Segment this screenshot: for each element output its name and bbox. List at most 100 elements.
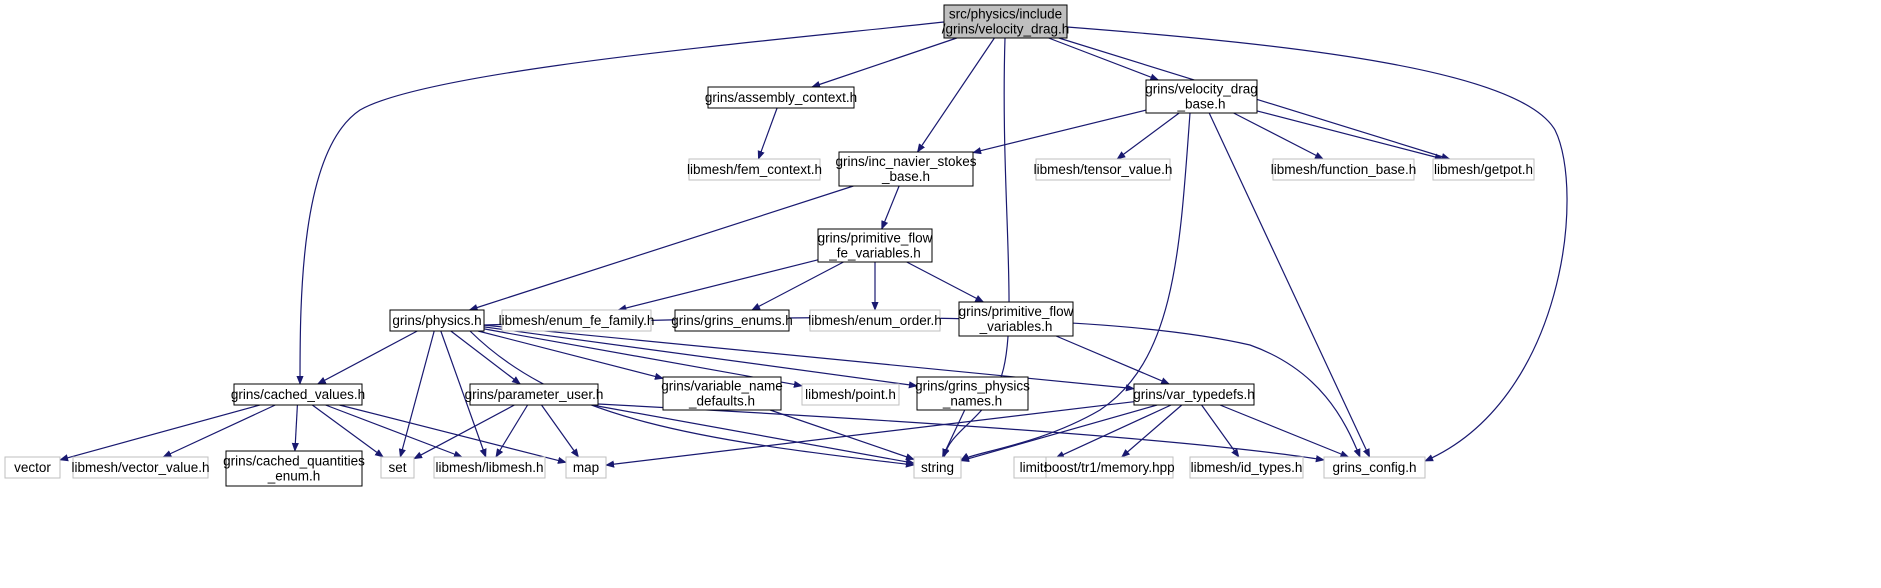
edge-inc_navier_stokes_base-to-physics (468, 185, 854, 311)
edge-physics-to-parameter_user (450, 330, 521, 385)
edge-parameter_user-to-set (413, 404, 515, 460)
edge-cached_values-to-set (311, 404, 384, 458)
node-label: grins/grins_physics (915, 379, 1030, 394)
node-grins_enums[interactable]: grins/grins_enums.h (671, 309, 793, 332)
edge-physics-to-libmesh_h (440, 330, 487, 458)
node-box (4, 456, 61, 479)
edge-inc_navier_stokes_base-to-primitive_flow_fe_variables (881, 185, 900, 230)
node-physics[interactable]: grins/physics.h (389, 309, 485, 332)
node-velocity_drag_base[interactable]: grins/velocity_drag_base.h (1145, 79, 1258, 114)
node-box (565, 456, 607, 479)
node-grins_physics_names[interactable]: grins/grins_physics_names.h (915, 376, 1030, 411)
edge-parameter_user-to-map (541, 404, 580, 458)
edge-velocity_drag_h-to-string (942, 37, 1010, 458)
node-label: grins/assembly_context.h (705, 90, 857, 105)
edge-velocity_drag_base-to-string (960, 112, 1191, 461)
edge-parameter_user-to-libmesh_h (495, 404, 529, 458)
edge-primitive_flow_variables-to-var_typedefs (1055, 335, 1171, 385)
node-variable_name_defaults[interactable]: grins/variable_name_defaults.h (661, 376, 783, 411)
node-label: grins/primitive_flow (959, 304, 1074, 319)
node-point: libmesh/point.h (801, 383, 900, 406)
node-fem_context: libmesh/fem_context.h (687, 158, 822, 181)
node-inc_navier_stokes_base[interactable]: grins/inc_navier_stokes_base.h (835, 151, 977, 187)
edge-velocity_drag_h-to-inc_navier_stokes_base (916, 37, 995, 153)
edge-physics-to-string (469, 330, 915, 468)
node-box (916, 376, 1029, 411)
node-primitive_flow_variables[interactable]: grins/primitive_flow_variables.h (958, 301, 1074, 337)
node-label: libmesh/enum_fe_family.h (499, 313, 655, 328)
node-var_typedefs[interactable]: grins/var_typedefs.h (1133, 383, 1255, 406)
node-label: grins/cached_values.h (231, 387, 365, 402)
edge-cached_values-to-vector_value (162, 404, 276, 458)
node-function_base: libmesh/function_base.h (1271, 158, 1417, 181)
node-label: libmesh/function_base.h (1271, 162, 1417, 177)
edge-physics-to-set (398, 330, 435, 458)
edge-var_typedefs-to-boost_memory (1121, 404, 1183, 458)
node-label: grins/velocity_drag (1145, 82, 1258, 97)
node-label: grins_config.h (1332, 460, 1416, 475)
edge-var_typedefs-to-map (605, 401, 1135, 468)
edge-var_typedefs-to-grins_config (1219, 404, 1350, 458)
node-assembly_context[interactable]: grins/assembly_context.h (705, 86, 857, 109)
node-label: libmesh/fem_context.h (687, 162, 822, 177)
node-box (1133, 383, 1255, 406)
node-box (801, 383, 900, 406)
edge-parameter_user-to-grins_config (597, 403, 1325, 463)
node-enum_fe_family: libmesh/enum_fe_family.h (499, 309, 655, 332)
node-label: _fe_variables.h (828, 246, 921, 261)
node-box (809, 309, 941, 332)
node-cached_quantities_enum[interactable]: grins/cached_quantities_enum.h (223, 450, 365, 487)
node-label: grins/var_typedefs.h (1133, 387, 1255, 402)
node-map: map (565, 456, 607, 479)
node-label: libmesh/id_types.h (1191, 460, 1303, 475)
node-primitive_flow_fe_variables[interactable]: grins/primitive_flow_fe_variables.h (817, 228, 933, 263)
header-nodes: src/physics/include/grins/velocity_drag.… (4, 4, 1535, 487)
node-box (838, 151, 974, 187)
edge-primitive_flow_fe_variables-to-enum_fe_family (617, 259, 819, 312)
node-parameter_user[interactable]: grins/parameter_user.h (465, 383, 604, 406)
node-box (1045, 456, 1174, 479)
node-string: string (913, 456, 962, 479)
node-box (1035, 158, 1171, 181)
node-cached_values[interactable]: grins/cached_values.h (231, 383, 365, 406)
edge-primitive_flow_fe_variables-to-grins_enums (751, 261, 844, 311)
node-box (662, 376, 782, 411)
node-box (958, 301, 1074, 337)
edge-cached_values-to-vector (59, 404, 260, 462)
node-vector_value: libmesh/vector_value.h (71, 456, 210, 479)
node-label: map (573, 460, 599, 475)
node-label: libmesh/getpot.h (1434, 162, 1533, 177)
node-velocity_drag_h[interactable]: src/physics/include/grins/velocity_drag.… (942, 4, 1070, 39)
node-box (501, 309, 652, 332)
node-getpot: libmesh/getpot.h (1432, 158, 1535, 181)
node-vector: vector (4, 456, 61, 479)
edge-velocity_drag_h-to-assembly_context (811, 37, 957, 88)
node-box (688, 158, 821, 181)
node-label: grins/variable_name (661, 379, 783, 394)
node-box (1189, 456, 1304, 479)
edge-parameter_user-to-string (591, 404, 915, 466)
node-box (433, 456, 546, 479)
edge-physics-to-variable_name_defaults (477, 330, 664, 380)
edge-assembly_context-to-fem_context (757, 107, 778, 160)
edge-var_typedefs-to-limits (1055, 404, 1172, 459)
edge-velocity_drag_base-to-tensor_value (1116, 112, 1180, 160)
node-label: _base.h (1176, 97, 1225, 112)
node-id_types: libmesh/id_types.h (1189, 456, 1304, 479)
node-label: src/physics/include (949, 7, 1062, 22)
node-box (469, 383, 599, 406)
node-label: _names.h (942, 394, 1002, 409)
node-box (913, 456, 962, 479)
node-label: _defaults.h (688, 394, 755, 409)
node-label: libmesh/enum_order.h (808, 313, 942, 328)
node-box (817, 228, 933, 263)
node-label: set (388, 460, 406, 475)
node-label: grins/parameter_user.h (465, 387, 604, 402)
node-label: grins/physics.h (392, 313, 481, 328)
edge-velocity_drag_base-to-inc_navier_stokes_base (972, 109, 1147, 155)
node-label: libmesh/point.h (805, 387, 896, 402)
edge-var_typedefs-to-id_types (1201, 404, 1240, 458)
edge-velocity_drag_base-to-grins_config (1208, 112, 1371, 458)
node-tensor_value: libmesh/tensor_value.h (1034, 158, 1172, 181)
node-box (1432, 158, 1535, 181)
